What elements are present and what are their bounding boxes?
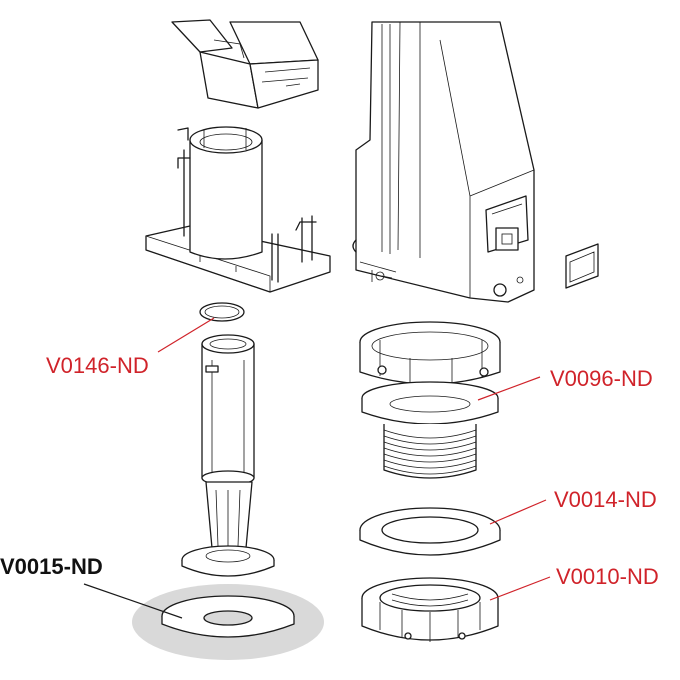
label-valve-body: V0096-ND (550, 366, 653, 391)
leader-line-seal-ring (489, 499, 547, 525)
leader-line-lock-nut (489, 576, 551, 601)
base-washer-part (132, 584, 324, 660)
label-base-washer: V0015-ND (0, 554, 103, 579)
leader-lines (83, 317, 551, 619)
float-cage-part (145, 126, 331, 293)
valve-housing-part (352, 21, 535, 303)
lock-nut-part (361, 577, 499, 642)
small-clip-part (565, 243, 599, 289)
valve-body-part (359, 321, 501, 479)
leader-line-valve-body (477, 376, 541, 401)
label-lock-nut: V0010-ND (556, 564, 659, 589)
label-small-gasket: V0146-ND (46, 353, 149, 378)
label-seal-ring: V0014-ND (554, 487, 657, 512)
leader-line-gasket (157, 317, 215, 353)
overflow-tube-part (181, 334, 275, 577)
flat-seal-ring-part (359, 507, 501, 556)
leader-line-base-washer (83, 583, 183, 619)
small-gasket-ring (199, 302, 245, 322)
float-cap-part (171, 19, 319, 109)
